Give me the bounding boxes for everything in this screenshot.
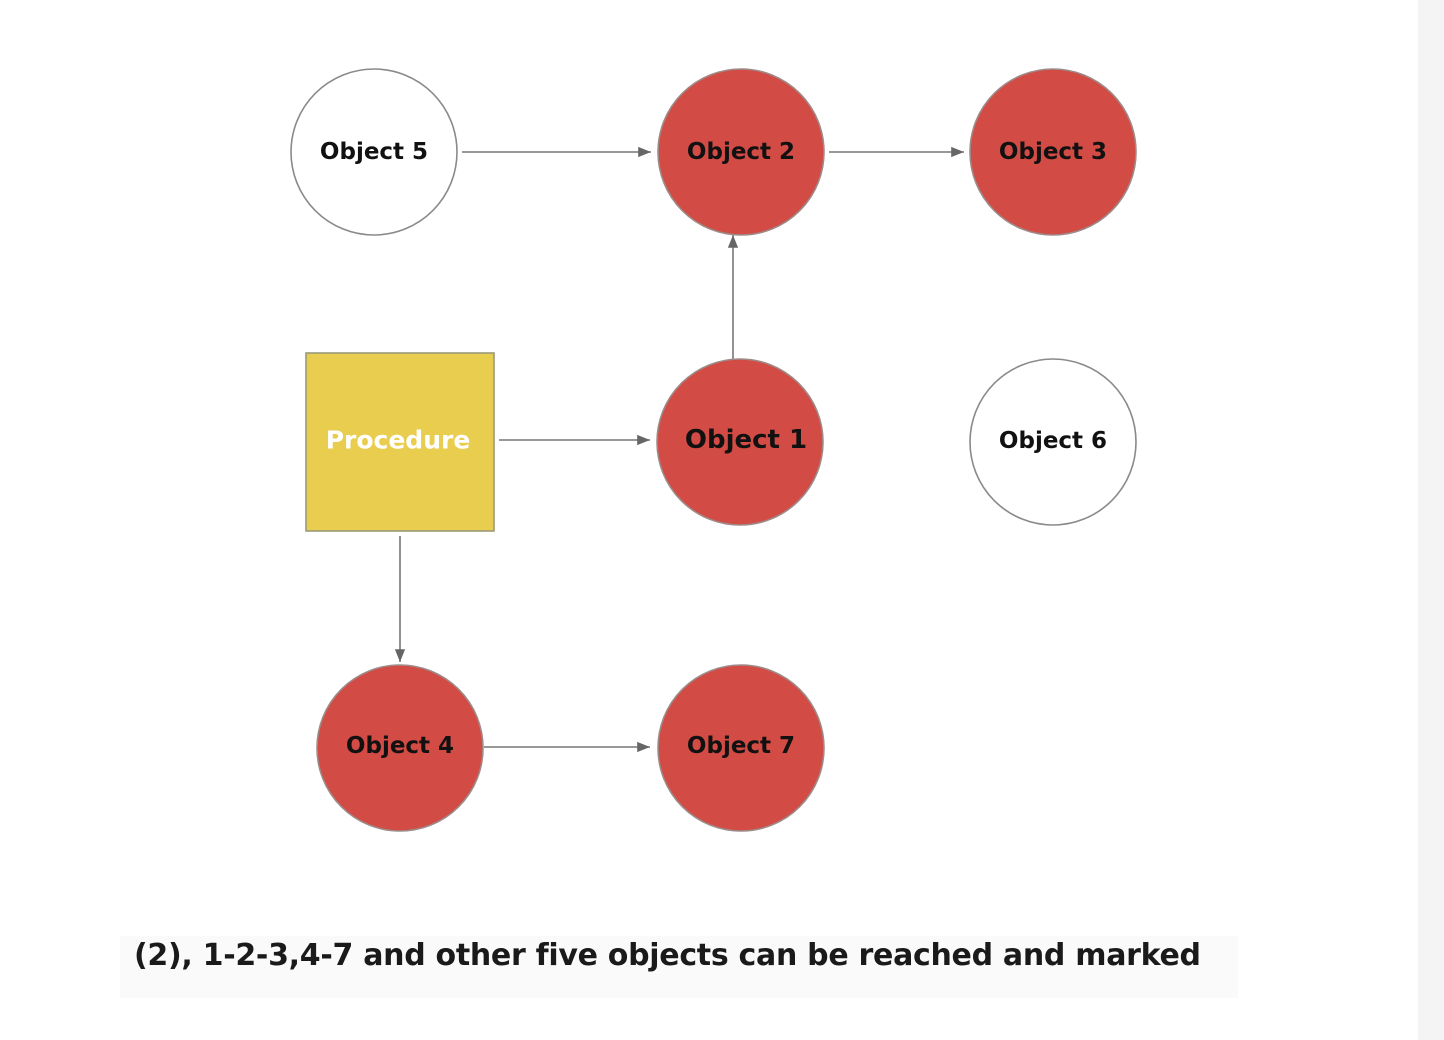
node-object-7-label: Object 7 — [687, 733, 795, 759]
node-object-7 — [657, 664, 825, 832]
node-object-5 — [290, 68, 458, 236]
node-object-6 — [969, 358, 1137, 526]
node-object-3-label: Object 3 — [999, 139, 1107, 165]
node-object-1 — [656, 358, 824, 526]
node-object-3 — [969, 68, 1137, 236]
node-procedure-label: Procedure — [326, 426, 471, 455]
caption-text: (2), 1-2-3,4-7 and other five objects ca… — [134, 938, 1201, 973]
node-object-6-label: Object 6 — [999, 428, 1107, 454]
node-procedure — [305, 352, 495, 532]
node-object-5-label: Object 5 — [320, 139, 428, 165]
node-object-4-label: Object 4 — [346, 733, 454, 759]
caption-background — [120, 936, 1238, 998]
page-edge-strip — [1418, 0, 1444, 1040]
node-object-2 — [657, 68, 825, 236]
node-object-1-label: Object 1 — [685, 425, 807, 455]
node-object-4 — [316, 664, 484, 832]
node-object-2-label: Object 2 — [687, 139, 795, 165]
